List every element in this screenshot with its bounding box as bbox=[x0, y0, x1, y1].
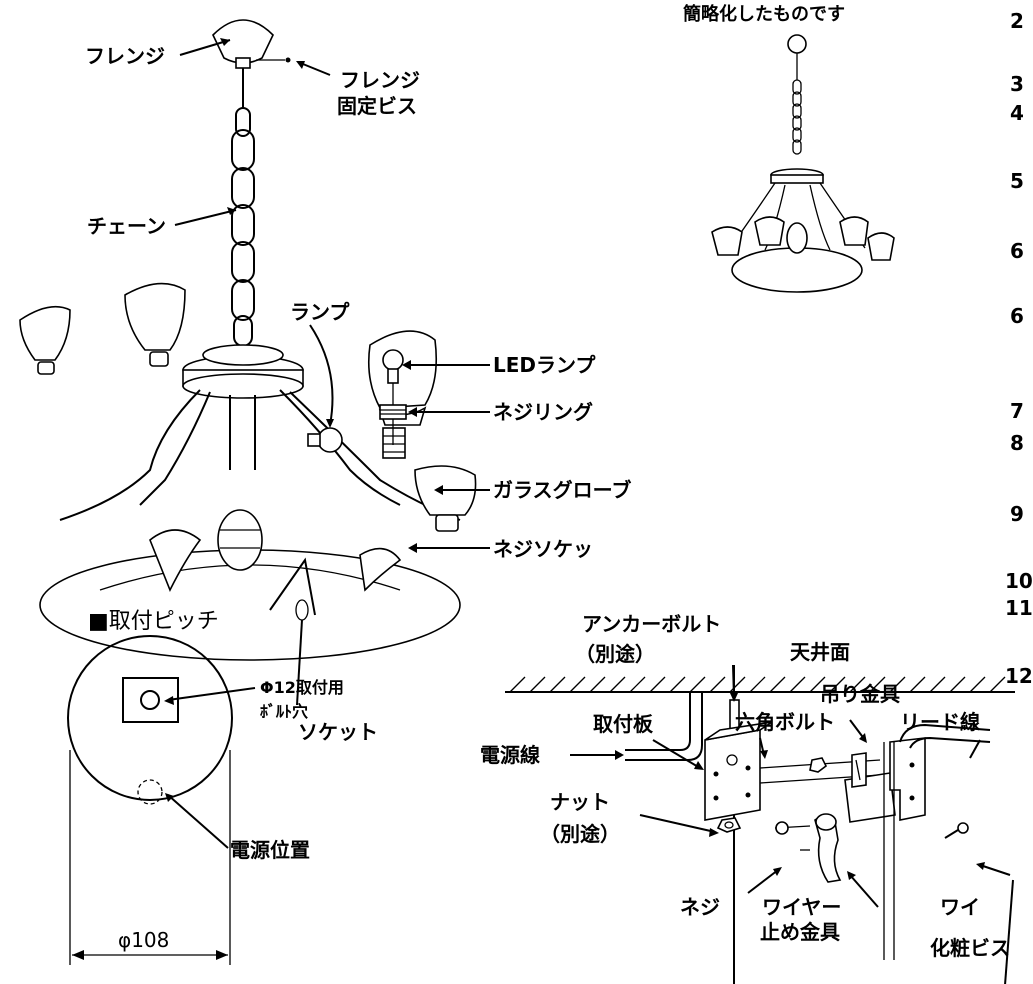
label-pitch-title: ■取付ピッチ bbox=[88, 609, 219, 634]
label-screw-ring: ネジリング bbox=[493, 400, 593, 424]
main-callout-lines bbox=[174, 38, 490, 553]
label-bolt-hole-line2: ﾎﾞﾙﾄ穴 bbox=[260, 702, 309, 721]
chandelier-illustration bbox=[19, 19, 477, 706]
label-mounting-plate: 取付板 bbox=[593, 712, 653, 736]
label-lamp: ランプ bbox=[290, 300, 350, 324]
label-wire-stopper-line1: ワイヤー bbox=[762, 895, 842, 919]
label-nut-line1: ナット bbox=[550, 790, 610, 814]
label-screw: ネジ bbox=[680, 895, 720, 919]
step-number: 10 bbox=[1005, 569, 1033, 593]
label-hanger: 吊り金具 bbox=[820, 682, 900, 706]
label-hex-bolt: 六角ボルト bbox=[735, 710, 835, 734]
label-socket: ソケット bbox=[298, 720, 378, 744]
label-diameter: φ108 bbox=[118, 928, 170, 952]
step-number: 4 bbox=[1010, 101, 1024, 125]
installation-diagram bbox=[505, 664, 1015, 984]
mounting-pitch-diagram bbox=[67, 635, 256, 965]
label-flange-screw-line1: フレンジ bbox=[340, 68, 420, 92]
step-number: 6 bbox=[1010, 304, 1024, 328]
label-screw-socket: ネジソケッ bbox=[493, 537, 593, 561]
label-power-line: 電源線 bbox=[480, 743, 540, 767]
label-wire: ワイ bbox=[940, 895, 980, 919]
label-nut-line2: （別途） bbox=[540, 822, 620, 846]
step-number: 12 bbox=[1005, 664, 1033, 688]
label-anchor-bolt-line2: （別途） bbox=[575, 642, 655, 666]
step-number: 8 bbox=[1010, 431, 1024, 455]
step-number: 9 bbox=[1010, 502, 1024, 526]
label-led-lamp: LEDランプ bbox=[493, 353, 596, 377]
step-number: 7 bbox=[1010, 399, 1024, 423]
label-wire-stopper-line2: 止め金具 bbox=[760, 920, 840, 944]
label-flange: フレンジ bbox=[85, 44, 165, 68]
label-ceiling-surface: 天井面 bbox=[790, 640, 850, 664]
label-power-position: 電源位置 bbox=[230, 838, 310, 862]
label-simplified-note: 簡略化したものです bbox=[683, 4, 845, 25]
label-cosmetic-screw: 化粧ビス bbox=[930, 936, 1010, 960]
simplified-chandelier bbox=[711, 34, 895, 293]
label-lead-wire: リード線 bbox=[900, 710, 980, 734]
label-anchor-bolt-line1: アンカーボルト bbox=[582, 612, 722, 636]
label-glass-globe: ガラスグローブ bbox=[493, 478, 632, 502]
step-number: 2 bbox=[1010, 9, 1024, 33]
label-flange-screw-line2: 固定ビス bbox=[337, 94, 417, 118]
step-number: 11 bbox=[1005, 596, 1033, 620]
step-number: 5 bbox=[1010, 169, 1024, 193]
step-number: 6 bbox=[1010, 239, 1024, 263]
step-number: 3 bbox=[1010, 72, 1024, 96]
label-bolt-hole-line1: Φ12取付用 bbox=[260, 678, 344, 697]
label-chain: チェーン bbox=[87, 214, 166, 238]
